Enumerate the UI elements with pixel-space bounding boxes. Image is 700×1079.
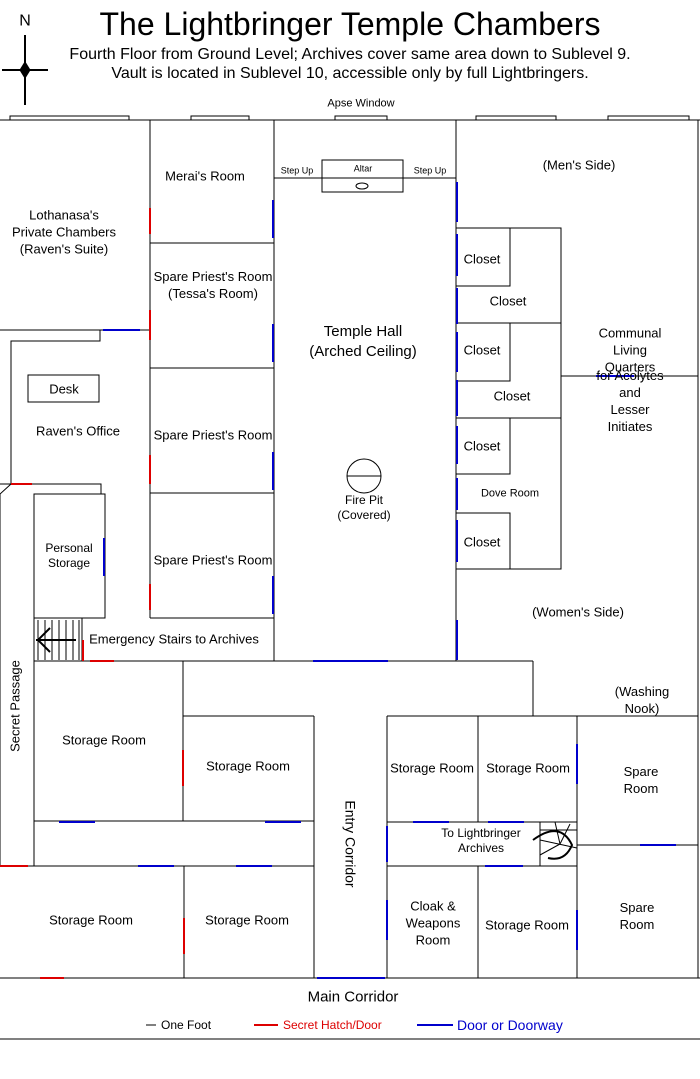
closet-label-1: Closet [463,251,501,267]
storage-room-label-6: Storage Room [205,912,289,928]
cloak-weapons-room-label: Cloak & Weapons Room [405,898,461,948]
legend-one-foot: One Foot [161,1018,212,1032]
tessa-room-label: Spare Priest's Room (Tessa's Room) [153,269,273,301]
storage-room-label-3: Storage Room [390,760,474,776]
main-corridor-label: Main Corridor [307,988,399,1006]
mens-side-label: (Men's Side) [542,157,616,173]
dove-room-label: Dove Room [480,487,540,500]
spare-priest-room-label-2: Spare Priest's Room [153,427,273,443]
womens-side-label: (Women's Side) [532,604,624,620]
legend-secret-hatch: Secret Hatch/Door [283,1018,382,1032]
merai-room-label: Merai's Room [165,168,245,184]
map-title: The Lightbringer Temple Chambers [99,6,601,42]
legend-door: Door or Doorway [457,1017,563,1033]
altar-label: Altar [353,163,373,174]
spare-room-label-2: Spare Room [619,900,655,932]
washing-nook-label: (Washing Nook) [614,684,670,716]
communal-quarters-label: Communal Living Quarters [598,325,662,375]
personal-storage-label: Personal Storage [45,541,93,570]
ravens-office-label: Raven's Office [36,423,120,439]
storage-room-label-2: Storage Room [206,758,290,774]
subtitle-line-1: Fourth Floor from Ground Level; Archives… [69,46,631,63]
closet-label-3: Closet [463,342,501,358]
compass-rose [2,35,48,105]
closet-label-4: Closet [493,388,531,404]
spare-room-label-1: Spare Room [623,764,659,796]
storage-room-label-5: Storage Room [49,912,133,928]
closet-label-2: Closet [489,293,527,309]
secret-passage-label: Secret Passage [7,660,23,752]
stair-treads [36,620,578,860]
subtitle-line-2: Vault is located in Sublevel 10, accessi… [111,65,589,82]
lothanasa-chambers-label: Lothanasa's Private Chambers (Raven's Su… [11,207,117,257]
step-up-left-label: Step Up [280,165,314,176]
desk-label: Desk [49,381,79,397]
communal-acolytes-label: for Acolytes and Lesser Initiates [596,368,664,434]
temple-hall-label: Temple Hall (Arched Ceiling) [309,323,417,360]
emergency-stairs-label: Emergency Stairs to Archives [89,631,259,647]
compass-north-label: N [19,12,31,30]
storage-room-label-1: Storage Room [62,732,146,748]
entry-corridor-label: Entry Corridor [342,800,359,888]
closet-label-6: Closet [463,534,501,550]
step-up-right-label: Step Up [413,165,447,176]
apse-window-label: Apse Window [327,97,395,110]
storage-room-label-4: Storage Room [486,760,570,776]
fire-pit-label: Fire Pit (Covered) [337,493,391,522]
storage-room-label-7: Storage Room [485,917,569,933]
doors [59,182,676,979]
closet-label-5: Closet [463,438,501,454]
to-archives-label: To Lightbringer Archives [441,826,521,855]
secret-doors [0,208,185,979]
spare-priest-room-label-3: Spare Priest's Room [153,552,273,568]
